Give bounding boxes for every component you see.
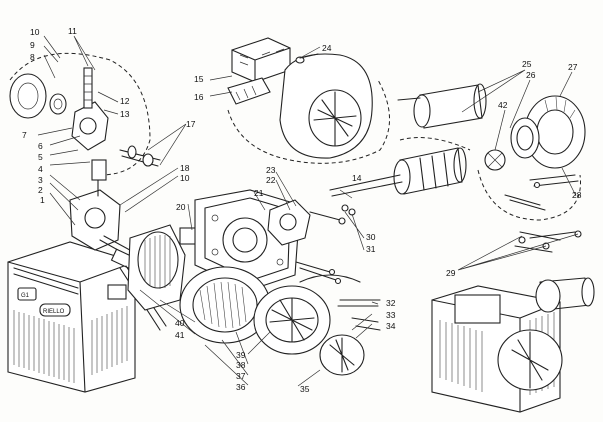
label-21: 21 [254,188,264,198]
nozzle-holder [329,174,403,197]
callout-labels: 10 9 8 11 12 13 7 6 5 4 3 2 1 17 18 10 2… [22,26,582,394]
terminal-block [227,77,271,105]
solenoid-valve [91,159,107,181]
model-badge [17,287,37,301]
label-12: 12 [120,96,130,106]
label-2: 2 [38,185,43,195]
lower-pump-body [69,189,121,251]
label-31: 31 [366,244,376,254]
label-15: 15 [194,74,204,84]
label-13: 13 [120,109,130,119]
label-20: 20 [176,202,186,212]
label-34: 34 [386,321,396,331]
label-7: 7 [22,130,27,140]
label-29: 29 [446,268,456,278]
blast-tube-assembly [329,83,506,216]
label-35: 35 [300,384,310,394]
misc-screws [295,261,381,331]
label-10-b: 10 [180,173,190,183]
label-18: 18 [180,163,190,173]
assembled-control-box [454,294,501,324]
label-3: 3 [38,175,43,185]
mounting-flange [477,95,586,253]
label-27: 27 [568,62,578,72]
damper-rod [337,299,381,307]
label-32: 32 [386,298,396,308]
label-10: 10 [30,27,40,37]
label-8: 8 [30,52,35,62]
label-6: 6 [38,141,43,151]
label-24: 24 [322,43,332,53]
pump-gasket [49,93,67,115]
label-22: 22 [266,175,276,185]
label-1: 1 [40,195,45,205]
label-11: 11 [68,26,77,36]
housing-window [107,284,127,300]
label-9: 9 [30,40,35,50]
label-25: 25 [522,59,532,69]
brand-plate [39,303,71,317]
pump-filter [83,67,93,109]
brand-plate-text: RIELLO [43,309,65,315]
label-38: 38 [236,360,246,370]
label-30: 30 [366,232,376,242]
label-42: 42 [498,100,508,110]
label-23: 23 [266,165,276,175]
model-badge-text: G1 [21,293,30,299]
label-37: 37 [236,371,246,381]
label-33: 33 [386,310,396,320]
control-box [231,37,291,83]
burner-cover-housing: G1 RIELLO [7,241,136,393]
label-40: 40 [175,318,185,328]
assembled-burner [431,277,595,413]
label-41: 41 [175,330,185,340]
label-39: 39 [236,350,246,360]
label-26: 26 [526,70,536,80]
label-36: 36 [236,382,246,392]
label-14: 14 [352,173,362,183]
label-5: 5 [38,152,43,162]
pump-fitting-17 [119,149,161,167]
upper-fan-housing [227,37,390,164]
fan-housing-lower [179,266,381,376]
label-16: 16 [194,92,204,102]
leader-lines [37,35,579,387]
label-4: 4 [38,164,43,174]
motor [127,215,206,311]
electrode-bracket [267,199,346,246]
pump-body [71,101,109,151]
oil-pump-parts [9,52,161,176]
label-28: 28 [572,190,582,200]
flange-gasket [510,117,540,159]
label-17: 17 [186,119,196,129]
pump-cover [9,73,47,119]
screws-29 [514,231,576,253]
